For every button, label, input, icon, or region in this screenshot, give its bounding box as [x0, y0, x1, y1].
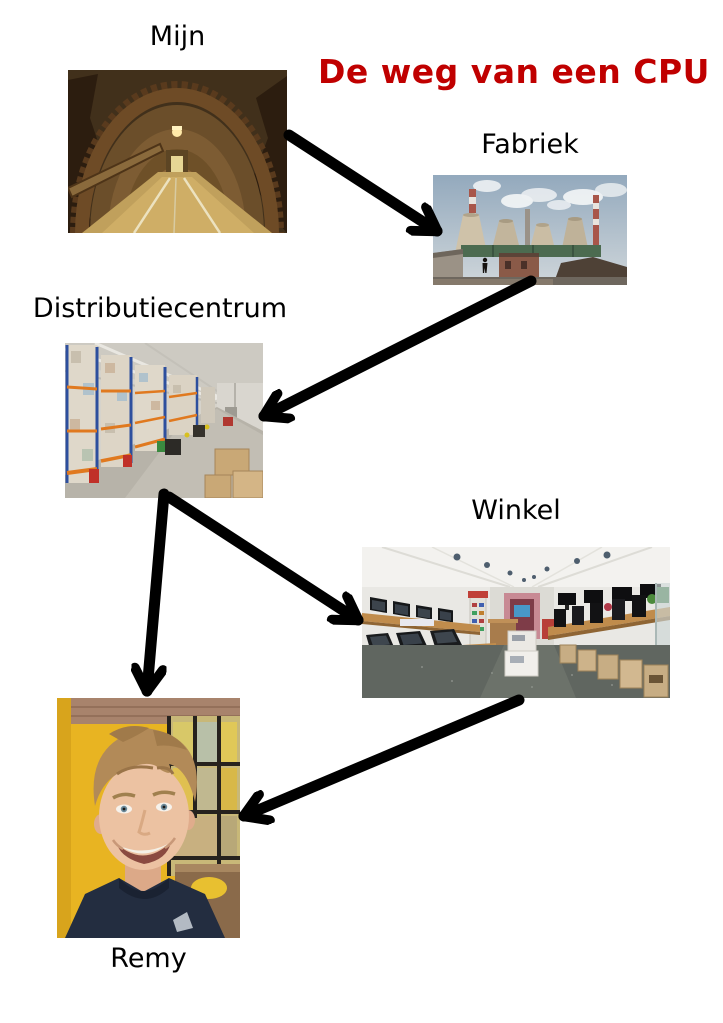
slide-title: De weg van een CPU: [318, 52, 710, 91]
computer-shop-interior-photo: [362, 547, 670, 698]
node-label-distributiecentrum: Distributiecentrum: [32, 293, 288, 324]
arrow-distributiecentrum-to-remy: [147, 488, 170, 691]
boy-portrait-photo: [57, 698, 240, 938]
node-label-winkel: Winkel: [471, 495, 561, 526]
node-label-mijn: Mijn: [149, 21, 206, 52]
node-label-fabriek: Fabriek: [481, 129, 579, 160]
arrow-winkel-to-remy: [244, 694, 525, 816]
factory-smokestacks-photo: [433, 175, 627, 285]
node-label-remy: Remy: [110, 943, 187, 974]
arrow-distributiecentrum-to-winkel: [163, 491, 358, 626]
warehouse-interior-photo: [65, 343, 263, 498]
mine-tunnel-photo: [68, 70, 287, 233]
arrow-mijn-to-fabriek: [283, 129, 437, 237]
